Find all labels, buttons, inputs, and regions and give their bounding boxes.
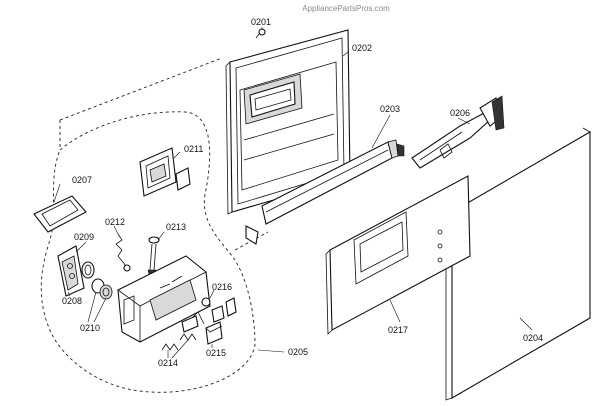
- part-0206-latch: [411, 95, 505, 169]
- callout-0213: 0213: [166, 222, 186, 232]
- assembly-boundary-dashed: [40, 111, 256, 393]
- part-dispenser-housing: [117, 255, 211, 343]
- callout-0208: 0208: [62, 296, 82, 306]
- callout-0212: 0212: [105, 217, 125, 227]
- part-0204-outer-door: [445, 127, 591, 401]
- part-0210-seals: [91, 278, 113, 300]
- part-0217-panel: [325, 175, 471, 335]
- callout-0203: 0203: [380, 104, 400, 114]
- callout-0207: 0207: [72, 175, 92, 185]
- part-0212-spring: [115, 233, 131, 272]
- part-0208-ring: [81, 261, 95, 279]
- part-0203-handle-bar: [245, 139, 405, 245]
- part-0211-bracket: [139, 147, 191, 197]
- part-0215-block: [205, 321, 223, 345]
- part-0201-screw: [255, 28, 266, 39]
- callout-0209: 0209: [74, 232, 94, 242]
- callout-0205: 0205: [288, 347, 308, 357]
- part-0207-gasket: [33, 195, 87, 233]
- part-0209-module: [57, 245, 85, 297]
- callout-0214: 0214: [158, 358, 178, 368]
- callout-0216: 0216: [212, 282, 232, 292]
- callout-0206: 0206: [450, 108, 470, 118]
- callout-0215: 0215: [206, 348, 226, 358]
- callout-0204: 0204: [523, 333, 543, 343]
- part-0216-clips: [191, 297, 237, 325]
- callout-0201: 0201: [251, 17, 271, 27]
- callout-0210: 0210: [80, 323, 100, 333]
- callout-0211: 0211: [184, 144, 203, 154]
- leader-lines: [53, 27, 533, 359]
- callout-0217: 0217: [388, 325, 408, 335]
- guide-line-top: [59, 57, 223, 121]
- callout-0202: 0202: [352, 43, 372, 53]
- watermark-text: AppliancePartsPros.com: [302, 4, 390, 13]
